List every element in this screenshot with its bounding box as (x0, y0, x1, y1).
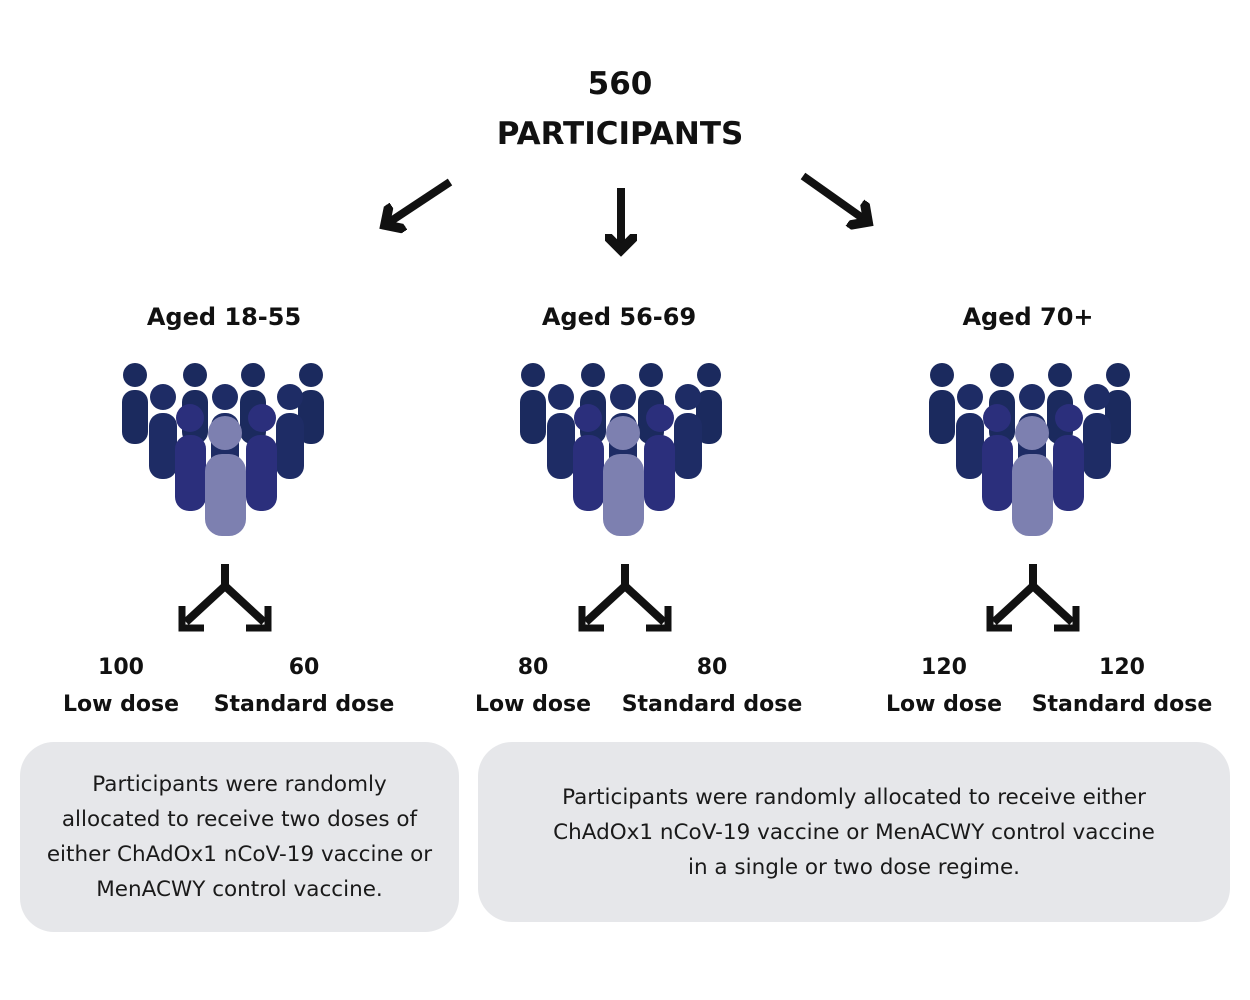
split-arrow-icon (170, 560, 280, 640)
group-label-56-69: Aged 56-69 (541, 303, 697, 331)
split-arrow-icon (570, 560, 680, 640)
dose-label-low-56-69: Low dose (475, 692, 591, 717)
top-arrows (0, 172, 1250, 280)
dose-count-standard-18-55: 60 (288, 655, 320, 680)
note-text-older-groups: Participants were randomly allocated to … (553, 784, 1155, 880)
dose-label-standard-56-69: Standard dose (621, 692, 803, 717)
dose-count-standard-56-69: 80 (696, 655, 728, 680)
people-group-icon (122, 363, 324, 536)
total-participants-label: PARTICIPANTS (496, 116, 744, 152)
dose-label-low-18-55: Low dose (63, 692, 179, 717)
note-text-young-group: Participants were randomly allocated to … (46, 772, 433, 902)
dose-count-low-18-55: 100 (98, 655, 144, 680)
group-label-70-plus: Aged 70+ (962, 303, 1094, 331)
split-arrow-icon (978, 560, 1088, 640)
dose-count-low-70-plus: 120 (921, 655, 967, 680)
arrow-icon-left (385, 178, 453, 225)
dose-count-standard-70-plus: 120 (1099, 655, 1145, 680)
dose-count-low-56-69: 80 (517, 655, 549, 680)
dose-label-standard-70-plus: Standard dose (1031, 692, 1213, 717)
people-group-icon (929, 363, 1131, 536)
dose-label-low-70-plus: Low dose (886, 692, 1002, 717)
note-box-older-groups: Participants were randomly allocated to … (478, 742, 1230, 922)
group-label-18-55: Aged 18-55 (146, 303, 302, 331)
dose-label-standard-18-55: Standard dose (213, 692, 395, 717)
arrow-icon-right (800, 172, 868, 222)
people-group-icon (520, 363, 722, 536)
note-box-young-group: Participants were randomly allocated to … (20, 742, 459, 932)
total-participants-count: 560 (587, 66, 653, 102)
